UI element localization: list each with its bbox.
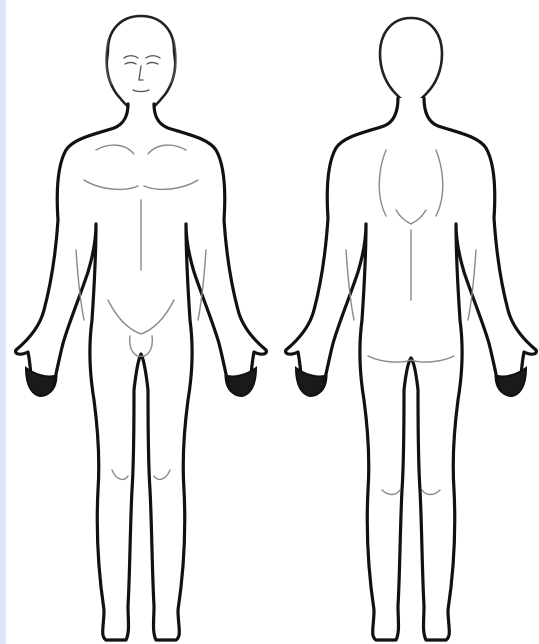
back-head [380, 18, 442, 104]
front-body-figure-icon[interactable] [16, 16, 267, 640]
back-body-figure-icon[interactable] [286, 18, 537, 640]
front-head [107, 16, 176, 112]
back-body-outline [286, 98, 537, 640]
front-body-outline [16, 104, 267, 640]
